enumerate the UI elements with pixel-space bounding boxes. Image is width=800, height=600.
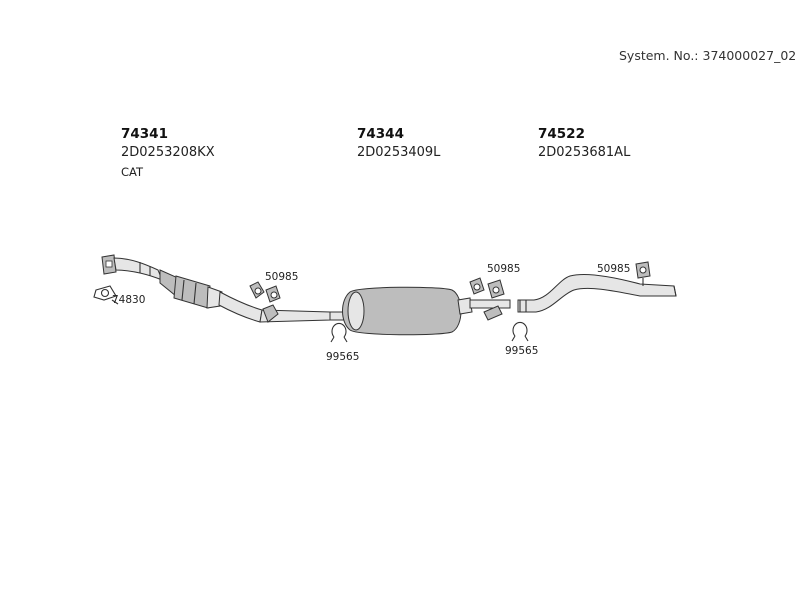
clamp-icon-middle [511, 321, 529, 342]
hanger-icon-front [249, 281, 281, 303]
hanger-icon-middle [469, 277, 505, 299]
tail-pipe [517, 273, 677, 313]
part-number-middle-silencer: 74344 [357, 126, 404, 142]
part-note-front-pipe: CAT [121, 165, 144, 179]
front-pipe [113, 257, 163, 281]
callout-clamp-middle: 99565 [505, 345, 539, 357]
callout-hanger-rear: 50985 [597, 263, 631, 275]
clamp-icon-front [330, 322, 348, 343]
hanger-icon-rear [635, 261, 651, 286]
callout-hanger-middle: 50985 [487, 263, 521, 275]
part-number-front-pipe: 74341 [121, 126, 168, 142]
system-number: System. No.: 374000027_02 [619, 48, 797, 63]
oem-code-tail-pipe: 2D0253681AL [538, 145, 631, 160]
callout-gasket: 74830 [112, 294, 146, 306]
middle-silencer [329, 286, 511, 336]
front-flange-icon [101, 254, 117, 275]
part-number-tail-pipe: 74522 [538, 126, 585, 142]
callout-clamp-front: 99565 [326, 351, 360, 363]
oem-code-front-pipe: 2D0253208KX [121, 145, 215, 160]
catalytic-converter [159, 269, 331, 323]
callout-hanger-front: 50985 [265, 271, 299, 283]
gasket-icon [93, 285, 119, 305]
oem-code-middle-silencer: 2D0253409L [357, 145, 441, 160]
